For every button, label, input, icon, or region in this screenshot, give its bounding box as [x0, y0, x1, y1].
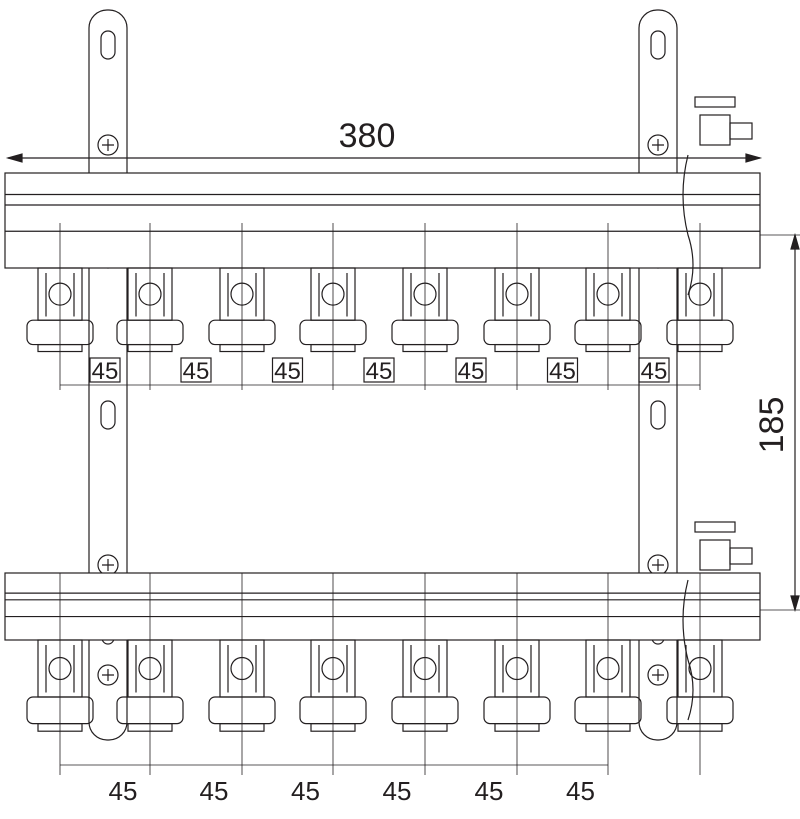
header-spacing-label: 185 [753, 397, 791, 454]
dimension-box [638, 357, 670, 383]
screw-cross [652, 559, 664, 571]
bracket-slot [650, 30, 666, 60]
vent-valve-handle [694, 521, 736, 533]
screw-cross [652, 669, 664, 681]
outlet-valve [666, 573, 734, 775]
outlet-valve [299, 223, 367, 390]
valve-handle [593, 273, 623, 317]
dimension-box [546, 357, 579, 383]
outlet-valve [116, 223, 184, 390]
outlet-valve [299, 573, 367, 775]
screw-icon [97, 664, 119, 686]
valve-handle [135, 645, 165, 693]
spacing-label: 45 [549, 358, 576, 385]
screw-cross [652, 139, 664, 151]
screw-icon [647, 134, 669, 156]
outlet-valve [483, 223, 551, 390]
dimension-box [363, 357, 395, 383]
screw-cross [102, 669, 114, 681]
outlet-valve [391, 223, 459, 390]
outlet-valve [574, 223, 642, 390]
valve-handle [45, 273, 75, 317]
outlet-valve [483, 573, 551, 775]
supply-bar [4, 96, 761, 386]
outlet-valve [26, 223, 94, 390]
valve-handle [135, 273, 165, 317]
valve-handle [502, 273, 532, 317]
dimension-box [89, 357, 121, 383]
valve-handle [685, 645, 715, 693]
screw-icon [97, 134, 119, 156]
break-line [682, 154, 694, 296]
screw-cross [102, 559, 114, 571]
bracket-plate [88, 9, 128, 741]
valve-handle [318, 645, 348, 693]
spacing-label: 45 [475, 776, 504, 806]
bracket-slot [100, 30, 116, 60]
spacing-label: 45 [183, 358, 210, 385]
screw-icon [647, 664, 669, 686]
spacing-label: 45 [92, 358, 119, 385]
valve-handle [45, 645, 75, 693]
outlet-valve [574, 573, 642, 775]
outlet-valve [208, 573, 276, 775]
vent-valve-body [699, 114, 731, 146]
outlet-valve [208, 223, 276, 390]
screw-cross [102, 139, 114, 151]
return-bar [4, 521, 761, 766]
spacing-label: 45 [383, 776, 412, 806]
spacing-label: 45 [291, 776, 320, 806]
outlet-valve [666, 223, 734, 390]
break-line [682, 579, 694, 721]
spacing-label: 45 [566, 776, 595, 806]
bar-body [4, 572, 761, 641]
spacing-label: 45 [274, 358, 301, 385]
spacing-label: 45 [200, 776, 229, 806]
spacing-label: 45 [366, 358, 393, 385]
dimension-box [455, 357, 487, 383]
valve-handle [593, 645, 623, 693]
valve-handle [502, 645, 532, 693]
dimension-arrow [790, 232, 800, 613]
bracket-slot [650, 400, 666, 430]
dimension-box [180, 357, 212, 383]
spacing-label: 45 [641, 358, 668, 385]
valve-handle [410, 645, 440, 693]
valve-handle [410, 273, 440, 317]
overall-length-label: 380 [339, 117, 396, 155]
outlet-valve [26, 573, 94, 775]
valve-handle [318, 273, 348, 317]
valve-handle [227, 273, 257, 317]
outlet-valve [116, 573, 184, 775]
bar-body [4, 172, 761, 269]
outlet-valve [391, 573, 459, 775]
valve-handle [685, 273, 715, 317]
valve-handle [227, 645, 257, 693]
bracket-slot [100, 400, 116, 430]
dimension-box [271, 357, 304, 383]
vent-valve-nipple [729, 547, 753, 565]
vent-valve-nipple [729, 122, 753, 140]
dimension-arrow [5, 153, 763, 163]
vent-valve-body [699, 539, 731, 571]
spacing-label: 45 [109, 776, 138, 806]
vent-valve-handle [694, 96, 736, 108]
spacing-label: 45 [458, 358, 485, 385]
